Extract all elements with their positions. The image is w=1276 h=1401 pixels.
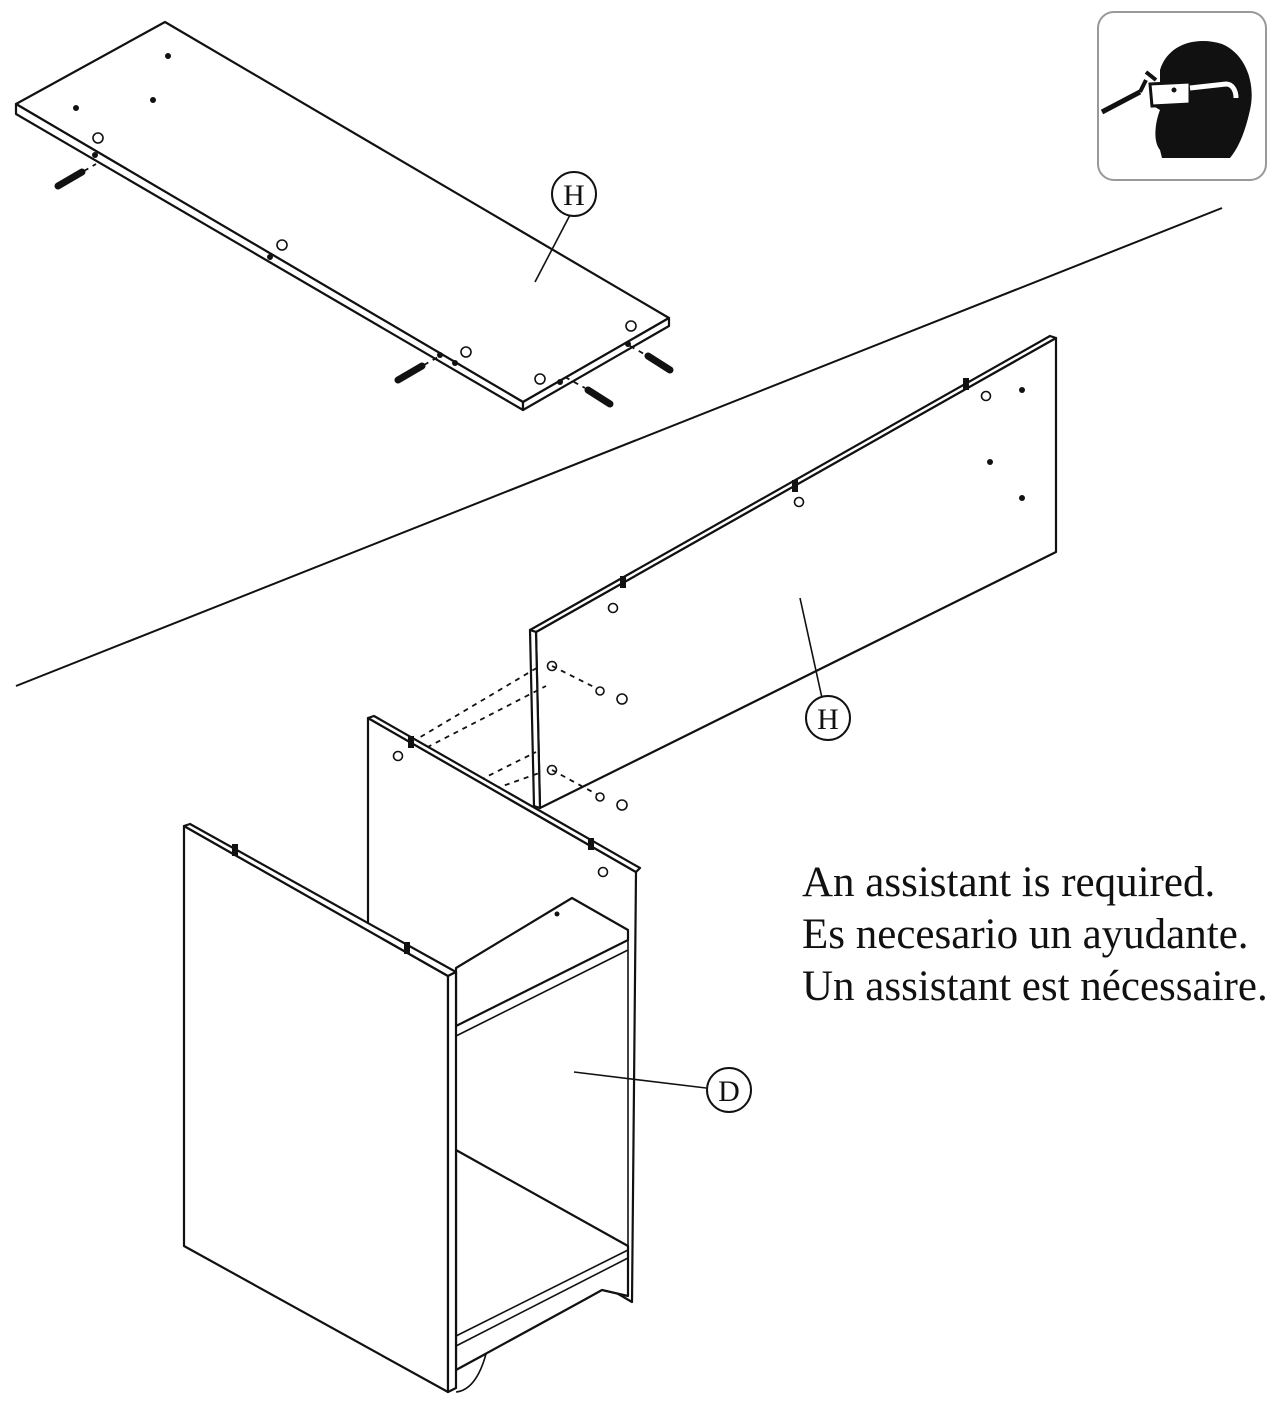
back-panel-h — [528, 334, 1058, 810]
callout-cabinet: D — [573, 1067, 752, 1113]
note-english: An assistant is required. — [802, 859, 1216, 906]
callout-back-panel: H — [799, 597, 851, 741]
callout-label-cabinet: D — [718, 1075, 740, 1108]
cabinet-d — [182, 714, 642, 1394]
callout-top-panel: H — [534, 171, 597, 283]
cam-locks — [551, 665, 628, 811]
top-panel-h — [14, 20, 671, 412]
step-divider-line — [15, 207, 1223, 687]
note-spanish: Es necesario un ayudante. — [802, 911, 1249, 958]
connection-lines — [411, 665, 547, 793]
callout-label-back-panel: H — [817, 703, 839, 736]
safety-glasses-icon — [1097, 11, 1267, 181]
callout-label-top-panel: H — [563, 179, 585, 212]
dowels-top-panel — [54, 163, 674, 408]
note-french: Un assistant est nécessaire. — [802, 963, 1268, 1010]
